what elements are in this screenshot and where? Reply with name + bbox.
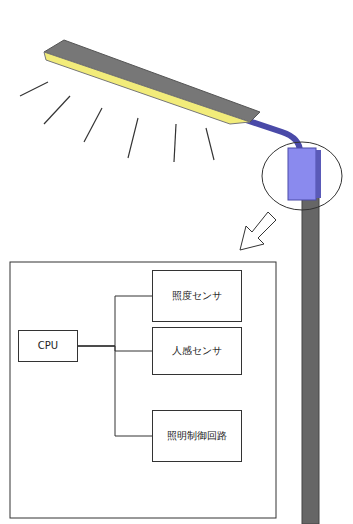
- bus-line: [78, 296, 152, 346]
- module-box: 人感センサ: [152, 327, 242, 375]
- cpu-box: CPU: [18, 330, 78, 362]
- controller-box: [288, 148, 316, 200]
- detail-frame: [10, 262, 276, 518]
- box-label: 照度センサ: [168, 288, 226, 305]
- box-label: CPU: [34, 338, 62, 355]
- box-label: 人感センサ: [168, 343, 226, 360]
- lamp-housing: [44, 40, 260, 122]
- arm: [240, 118, 300, 152]
- module-box: 照明制御回路: [152, 410, 242, 462]
- box-label: 照明制御回路: [163, 428, 231, 445]
- light-rays: [20, 82, 214, 162]
- controller-side: [316, 150, 321, 198]
- zoom-arrow: [240, 212, 276, 250]
- module-box: 照度センサ: [152, 270, 242, 322]
- lamp-lens: [44, 52, 250, 124]
- highlight-circle: [262, 142, 342, 210]
- pole: [302, 190, 319, 524]
- bus-line: [78, 346, 152, 436]
